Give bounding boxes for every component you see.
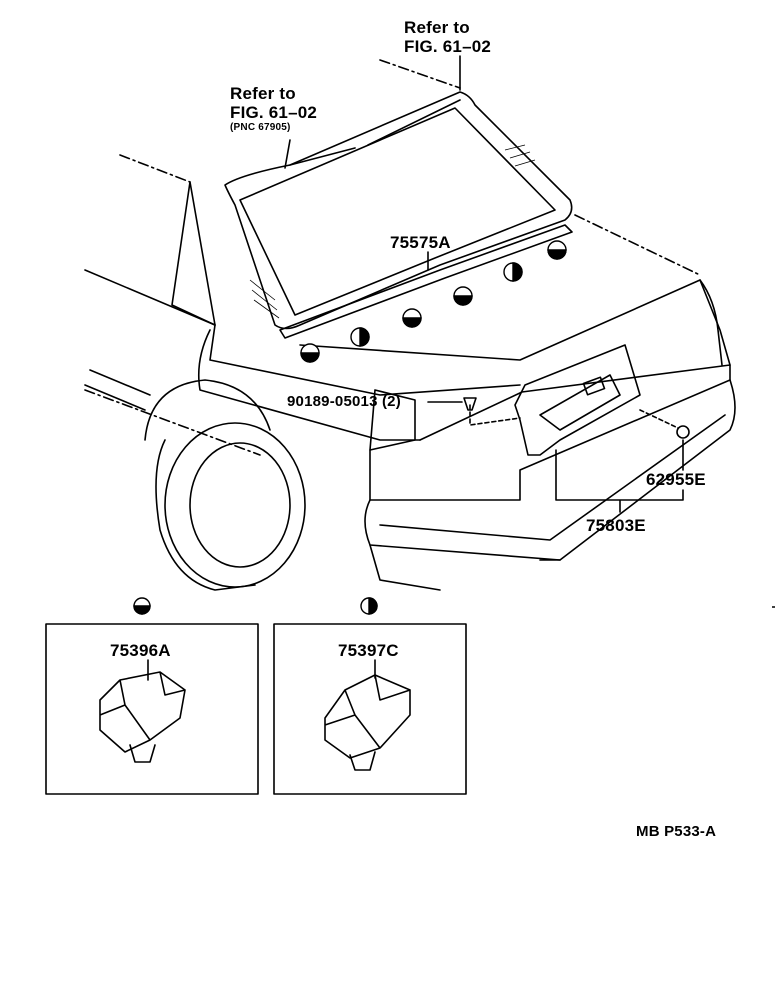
clip-part <box>463 397 477 411</box>
legend-half-icon-fill <box>133 605 151 615</box>
part-number-clip: 90189-05013 (2) <box>287 393 401 410</box>
marker-split-fill <box>359 327 370 347</box>
wheel-arch <box>144 379 271 441</box>
window-molding <box>289 99 461 166</box>
part-number-molding: 75575A <box>390 233 451 252</box>
part-number-garnish: 75803E <box>586 516 646 535</box>
license-garnish <box>514 344 641 456</box>
rear-window-frame <box>224 91 573 330</box>
refer-top-label: Refer to FIG. 61–02 <box>404 18 491 56</box>
c-pillar <box>171 181 216 326</box>
screw-leader <box>639 409 679 429</box>
rear-window-inner <box>239 107 556 316</box>
garnish-inner <box>539 374 621 431</box>
screw-head <box>676 425 690 439</box>
marker-half-fill <box>300 352 320 363</box>
molding-lower <box>279 224 573 339</box>
marker-split-fill <box>512 262 523 282</box>
garnish-light <box>582 376 606 396</box>
part-number-screw: 62955E <box>646 470 706 489</box>
refer-left-line1: Refer to <box>230 84 296 103</box>
detail-box-right <box>273 623 467 795</box>
clip-leader <box>469 404 521 426</box>
roof-line <box>119 154 191 183</box>
roof-top-line <box>379 59 461 89</box>
bumper-line <box>379 414 726 541</box>
clip-drawing-right <box>324 674 411 771</box>
trunk-top <box>209 324 521 396</box>
trunk-right-side <box>699 279 723 366</box>
refer-left-pnc: (PNC 67905) <box>230 122 291 133</box>
marker-half-fill <box>547 249 567 260</box>
quarter-panel <box>84 269 216 411</box>
clip-drawing-left <box>99 671 186 763</box>
window-hatch-right <box>504 144 536 167</box>
refer-left-label: Refer to FIG. 61–02 (PNC 67905) <box>230 84 317 134</box>
trunk-edge-dashdot <box>574 214 701 276</box>
legend-split-icon-fill <box>368 597 378 615</box>
part-number-clip-half: 75396A <box>110 641 171 660</box>
part-number-clip-split: 75397C <box>338 641 399 660</box>
trunk-surface <box>299 279 731 366</box>
tire-side <box>155 439 256 591</box>
marker-half-fill <box>453 295 473 306</box>
detail-box-left <box>45 623 259 795</box>
refer-top-line1: Refer to <box>404 18 470 37</box>
bumper-bottom <box>369 544 561 591</box>
diagram-code: MB P533-A <box>636 823 717 840</box>
leader-refer-left <box>284 139 291 169</box>
rear-wheel <box>164 422 306 588</box>
bracket-75803E <box>555 449 684 513</box>
marker-half-fill <box>402 317 422 328</box>
body-side <box>197 329 421 441</box>
tail-panel <box>369 364 731 501</box>
refer-top-line2: FIG. 61–02 <box>404 37 492 56</box>
tail-light <box>369 389 416 451</box>
rear-wheel-hub <box>189 442 291 568</box>
refer-left-line2: FIG. 61–02 <box>230 103 318 122</box>
window-hatch-left <box>249 279 280 319</box>
